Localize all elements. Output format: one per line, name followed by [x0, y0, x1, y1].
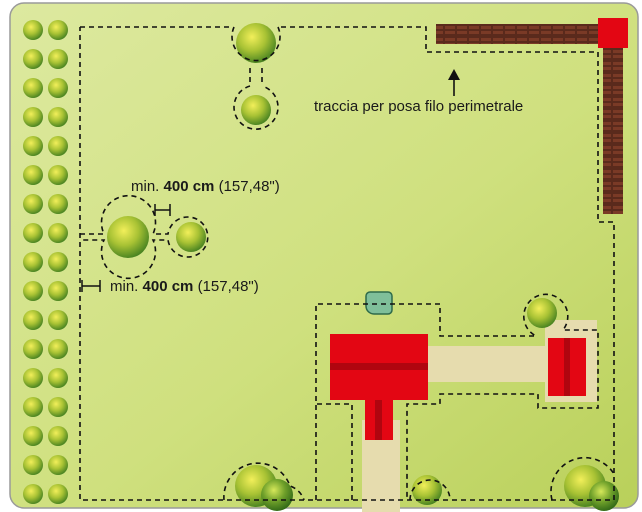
- hedge-tree-icon: [23, 107, 43, 127]
- distance-value: 400 cm: [142, 278, 194, 295]
- hedge-tree-icon: [48, 281, 68, 301]
- hedge-tree-icon: [23, 78, 43, 98]
- dimension-marker-icon: [81, 280, 101, 292]
- hedge-tree-icon: [48, 368, 68, 388]
- hedge-tree-icon: [23, 194, 43, 214]
- hedge-tree-icon: [48, 107, 68, 127]
- hedge-tree-icon: [23, 426, 43, 446]
- dimension-marker-icon: [154, 204, 171, 216]
- hedge-tree-icon: [48, 310, 68, 330]
- hedge-tree-icon: [23, 252, 43, 272]
- hedge-tree-icon: [48, 252, 68, 272]
- trench-label: traccia per posa filo perimetrale: [314, 98, 524, 115]
- hedge-trees: [23, 20, 68, 504]
- tree-icon: [176, 222, 206, 252]
- distance-label-boundary: min. 400 cm (157,48"): [110, 278, 259, 296]
- lawn: [9, 2, 639, 509]
- tree-icon: [589, 481, 619, 511]
- tree-icon: [241, 95, 271, 125]
- shed-ridge: [564, 338, 570, 396]
- dimension-markers: [81, 204, 171, 292]
- hedge-tree-icon: [48, 455, 68, 475]
- hedge-tree-icon: [23, 310, 43, 330]
- buildings: [330, 334, 586, 440]
- hedge-tree-icon: [48, 136, 68, 156]
- wire-island-left-trees: [80, 194, 209, 280]
- distance-label-trees: min. 400 cm (157,48"): [131, 178, 280, 196]
- hedge-tree-icon: [23, 339, 43, 359]
- perimeter-wire: [79, 26, 615, 501]
- trench: [436, 18, 628, 214]
- house-wing-ridge: [375, 400, 382, 440]
- tree-icon: [107, 216, 149, 258]
- house-ridge: [330, 363, 428, 370]
- distance-value: 400 cm: [163, 178, 215, 195]
- hedge-tree-icon: [23, 368, 43, 388]
- hedge-tree-icon: [23, 20, 43, 40]
- hedge-tree-icon: [23, 223, 43, 243]
- hedge-tree-icon: [48, 484, 68, 504]
- distance-prefix: min.: [110, 278, 139, 295]
- docking-station-icon: [365, 291, 393, 315]
- path-horizontal: [428, 346, 552, 382]
- hedge-tree-icon: [48, 194, 68, 214]
- hedge-tree-icon: [48, 397, 68, 417]
- distance-inches: (157,48"): [197, 278, 259, 295]
- hedge-tree-icon: [48, 426, 68, 446]
- tree-icon: [236, 23, 276, 63]
- hedge-tree-icon: [23, 49, 43, 69]
- distance-prefix: min.: [131, 178, 160, 195]
- wire-island-buildings: [315, 293, 599, 500]
- hedge-tree-icon: [23, 455, 43, 475]
- hedge-tree-icon: [23, 281, 43, 301]
- hedge-tree-icon: [48, 49, 68, 69]
- hedge-tree-icon: [23, 397, 43, 417]
- trees: [107, 23, 619, 511]
- trench-vertical: [603, 44, 623, 214]
- wire-island-bottom-trees: [223, 456, 615, 501]
- hedge-tree-icon: [23, 165, 43, 185]
- hedge-tree-icon: [48, 223, 68, 243]
- hedge-tree-icon: [48, 339, 68, 359]
- hedge-tree-icon: [48, 20, 68, 40]
- tree-icon: [527, 298, 557, 328]
- hedge-tree-icon: [23, 484, 43, 504]
- distance-inches: (157,48"): [218, 178, 280, 195]
- arrow-up-icon: [448, 69, 460, 96]
- wire-island-top-trees: [231, 26, 281, 130]
- hedge-tree-icon: [48, 165, 68, 185]
- tree-icon: [261, 479, 293, 511]
- trench-horizontal: [436, 24, 604, 44]
- trench-corner-block: [598, 18, 628, 48]
- wire-outer-boundary: [79, 26, 615, 501]
- hedge-tree-icon: [48, 78, 68, 98]
- hedge-tree-icon: [23, 136, 43, 156]
